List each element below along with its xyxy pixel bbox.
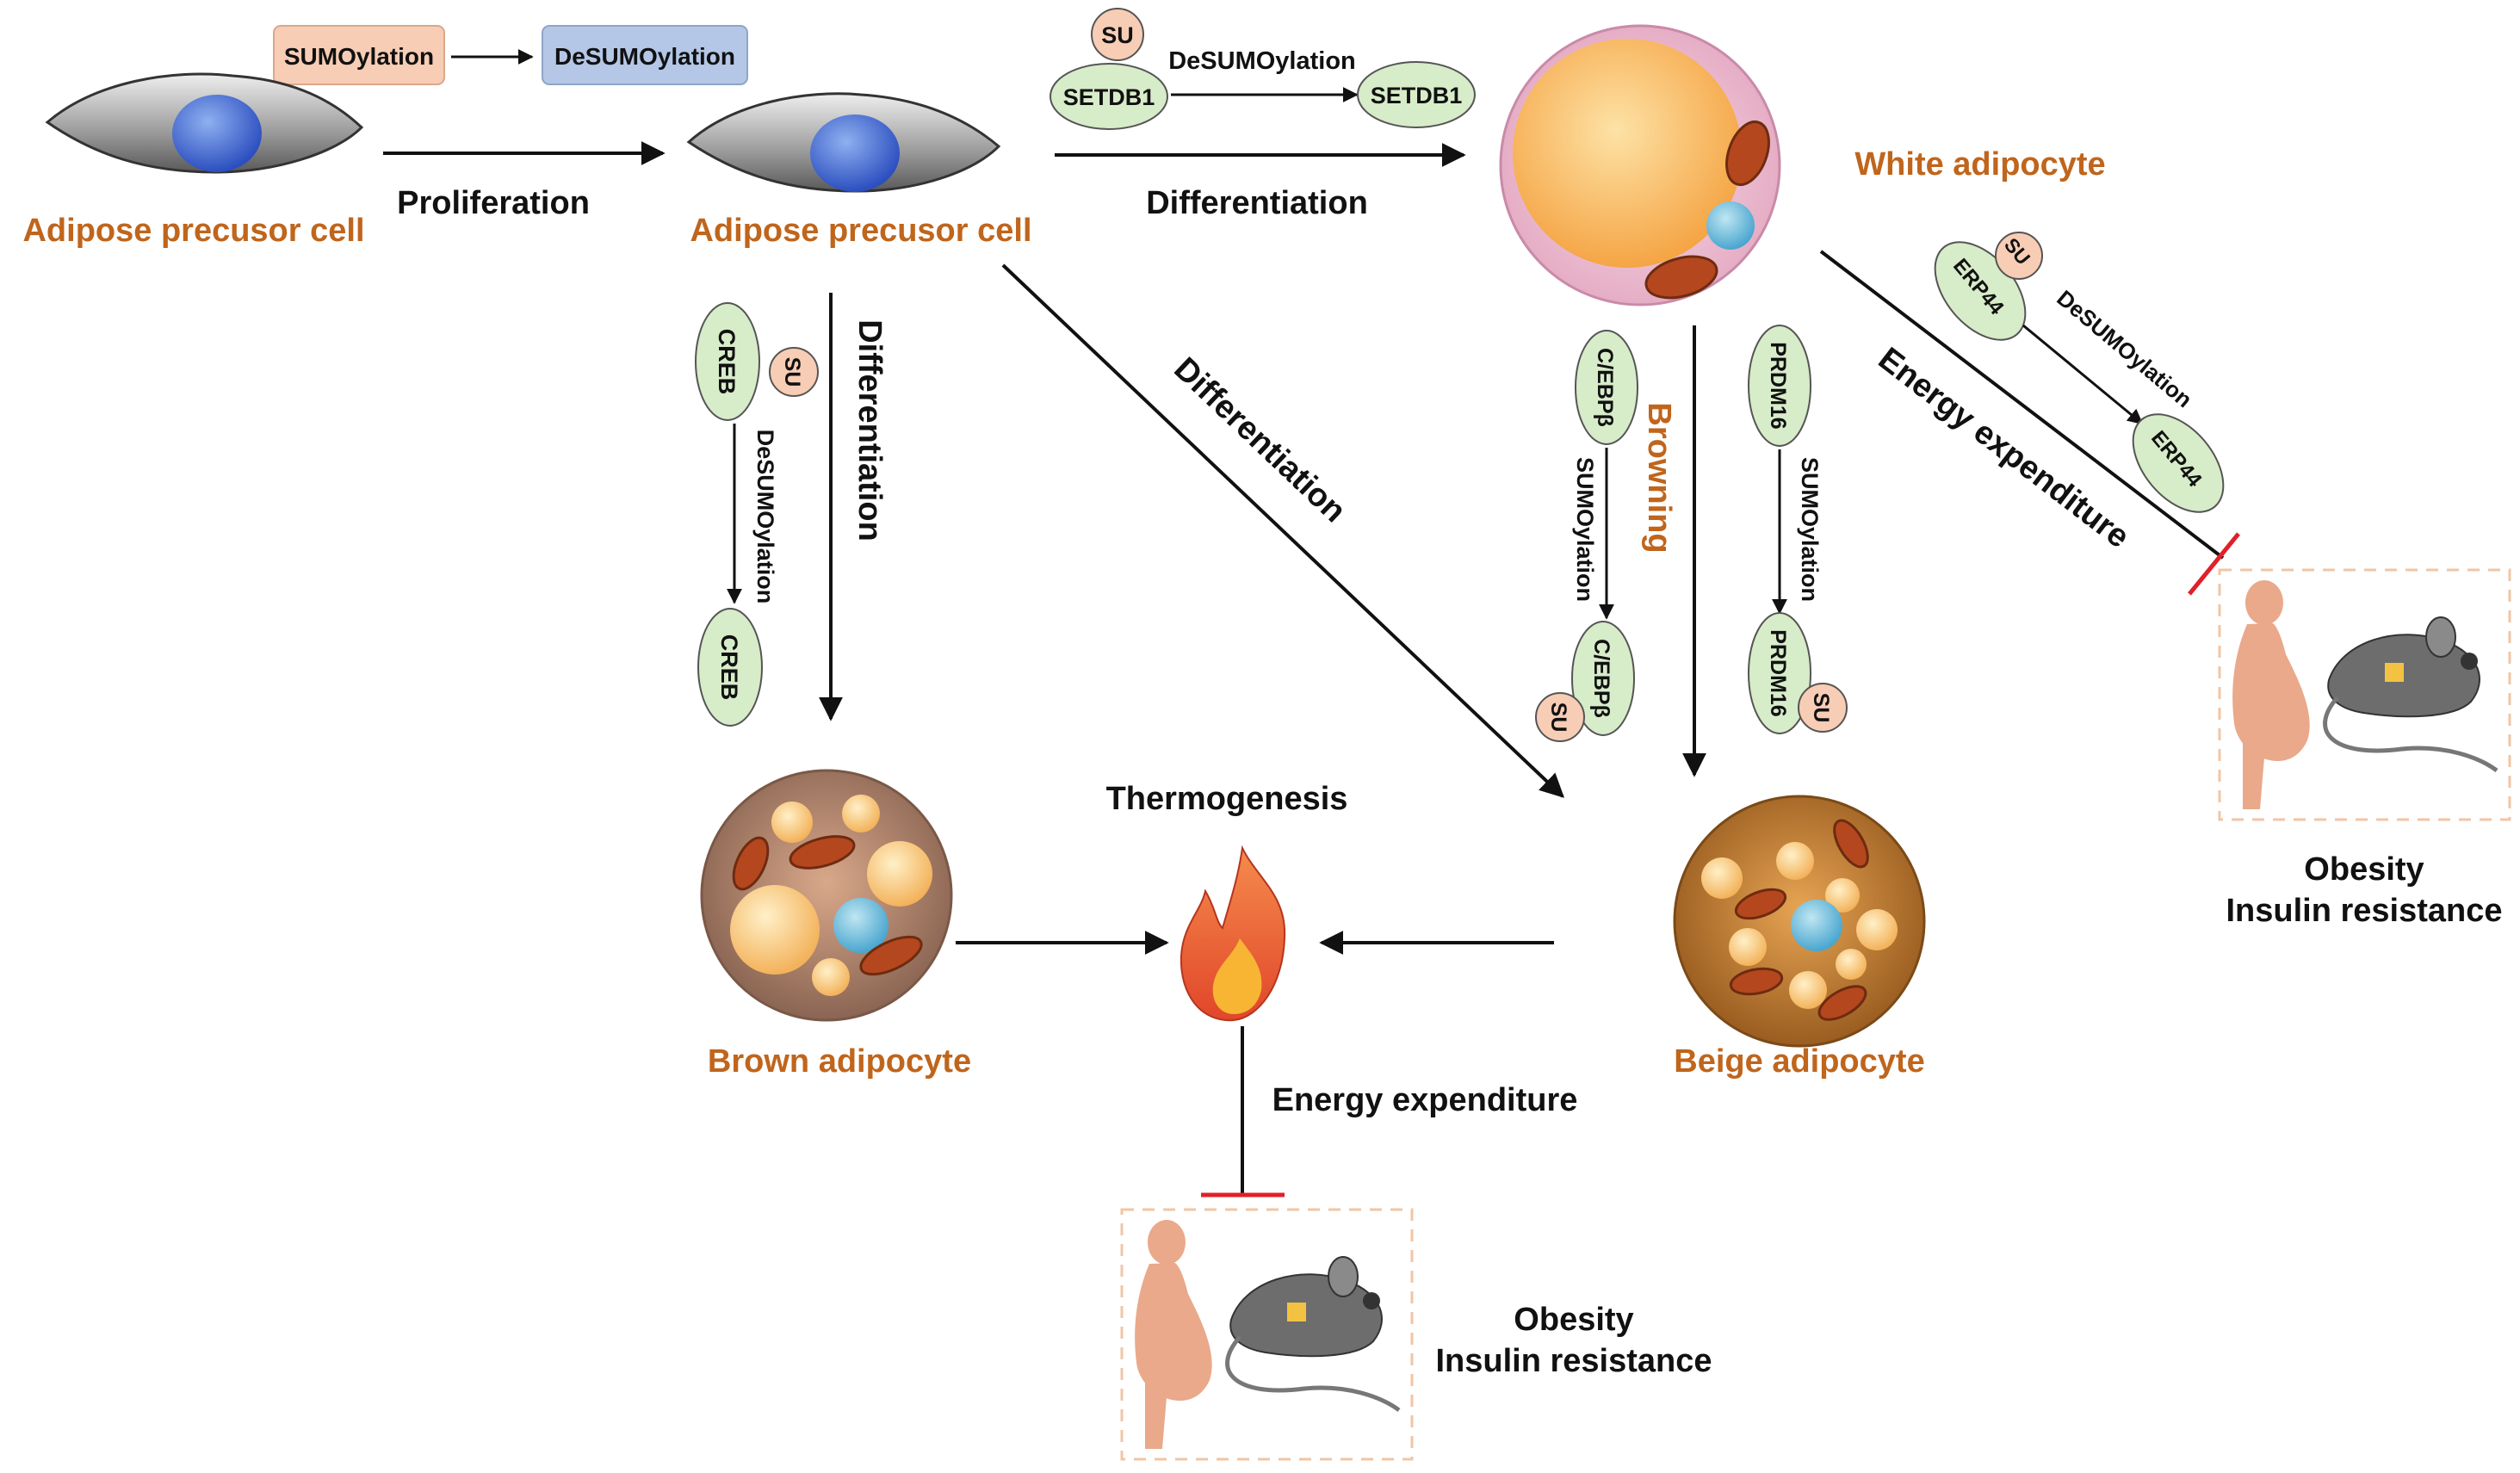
creb-sumo-protein: CREB SU [695,302,819,421]
white-adipocyte [1499,24,1781,306]
obesity-illustration-bottom [1120,1208,1414,1461]
white-adipocyte-label: White adipocyte [1854,146,2105,183]
proliferation-label: Proliferation [397,185,590,221]
flame-icon [1180,845,1286,1022]
su-tag [1091,8,1144,61]
differentiation-vertical-label: Differentiation [851,319,888,542]
energy-expenditure-diag-label: Energy expenditure [1872,341,2136,555]
setdb1-process: DeSUMOylation [1168,47,1356,75]
su-tag [769,347,819,397]
setdb1-label-1: SETDB1 [1063,84,1155,110]
cebpb-process: SUMOylation [1572,457,1598,602]
su-label-4: SU [1809,693,1833,723]
su-tag [1995,232,2043,280]
inhibition-bar-right [2188,532,2240,596]
su-label-3: SU [1546,702,1570,733]
beige-adipocyte [1673,795,1926,1048]
legend-sumoylation: SUMOylation [273,25,445,85]
legend-desumoylation: DeSUMOylation [542,25,748,85]
cebpb-label-2: C/EBPβ [1589,639,1613,718]
obesity-illustration-right [2218,568,2511,821]
insulin-bottom-label: Insulin resistance [1435,1343,1712,1379]
cebpb-label-1: C/EBPβ [1593,348,1617,427]
creb-protein: CREB [697,608,763,727]
precursor-cell-left [45,72,364,174]
cebpb-sumo-protein: C/EBPβ SU [1535,621,1635,742]
su-tag [1535,692,1585,742]
brown-adipocyte [700,769,953,1022]
differentiation-top-label: Differentiation [1146,185,1368,221]
obesity-right-label: Obesity [2304,851,2424,888]
insulin-right-label: Insulin resistance [2226,893,2502,929]
differentiation-diagonal-arrow [1001,263,1565,798]
mouse-icon [2323,616,2498,773]
erp44-protein: ERP44 [2132,413,2225,513]
prdm16-label-1: PRDM16 [1766,342,1790,429]
su-label-2: SU [780,357,804,387]
su-tag [1798,683,1848,733]
precursor-center-label: Adipose precusor cell [690,213,1031,249]
obese-human-icon [1135,1220,1212,1449]
mouse-icon [1225,1256,1401,1413]
prdm16-protein: PRDM16 [1748,325,1811,447]
setdb1-label-2: SETDB1 [1371,83,1463,108]
erp44-arrow [2022,324,2144,425]
cebpb-protein: C/EBPβ [1575,330,1638,445]
prdm16-process: SUMOylation [1797,457,1823,602]
erp44-sumo-protein: ERP44 SU [1934,232,2043,341]
energy-expenditure-bottom-label: Energy expenditure [1272,1082,1578,1118]
creb-process: DeSUMOylation [752,430,778,604]
obesity-bottom-label: Obesity [1514,1302,1633,1338]
thermogenesis-label: Thermogenesis [1106,781,1348,817]
creb-label-2: CREB [716,634,742,701]
precursor-left-label: Adipose precusor cell [22,213,364,249]
energy-expenditure-diag-line [1819,250,2225,560]
beige-adipocyte-label: Beige adipocyte [1674,1043,1924,1080]
browning-label: Browning [1641,402,1677,553]
erp44-process: DeSUMOylation [2052,285,2197,412]
prdm16-label-2: PRDM16 [1766,629,1790,716]
precursor-cell-center [686,92,1001,193]
differentiation-diagonal-label: Differentiation [1167,350,1353,529]
legend-desumo-text: DeSUMOylation [554,43,735,70]
setdb1-sumo-protein: SETDB1 SU [1049,8,1168,130]
creb-label-1: CREB [714,329,740,395]
su-label-1: SU [1101,22,1134,48]
setdb1-protein: SETDB1 [1357,61,1476,128]
obese-human-icon [2232,580,2310,809]
prdm16-sumo-protein: PRDM16 SU [1748,612,1848,734]
legend-sumo-text: SUMOylation [284,43,434,70]
brown-adipocyte-label: Brown adipocyte [708,1043,971,1080]
